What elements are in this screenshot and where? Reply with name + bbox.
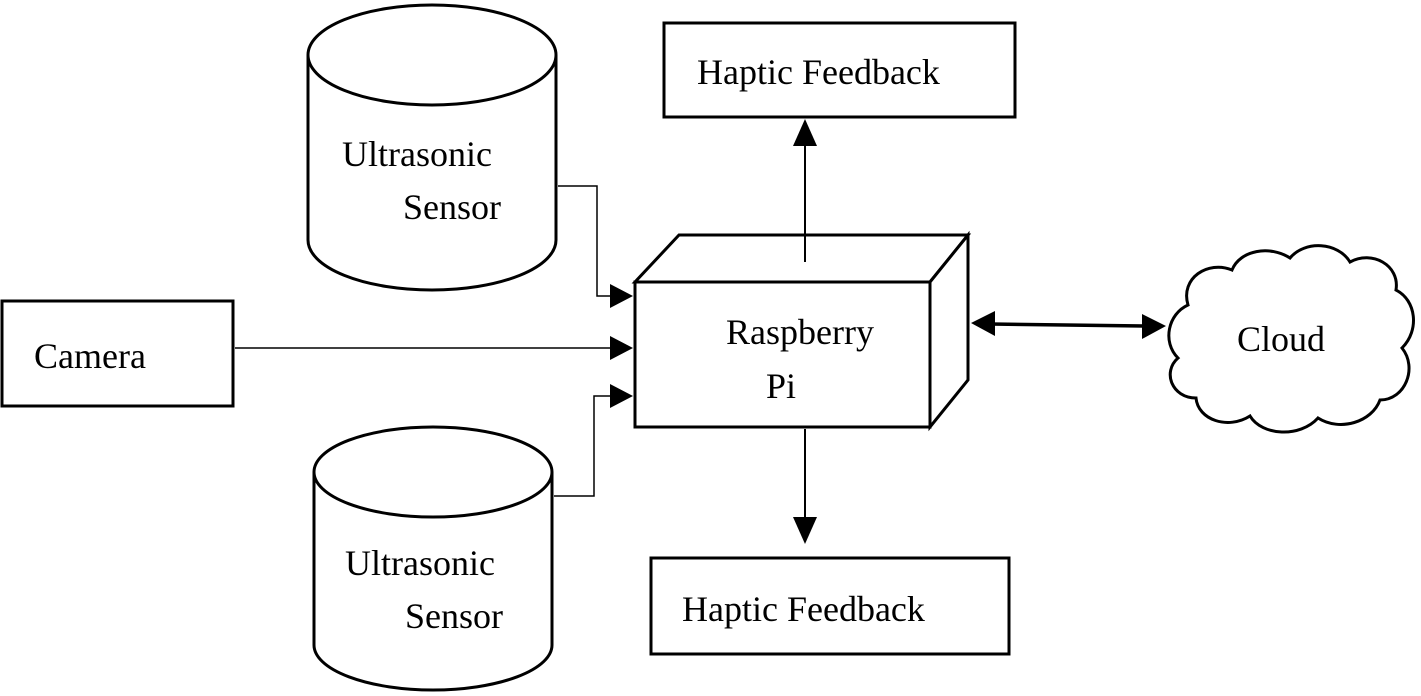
- cloud-arrowhead-right: [1142, 314, 1166, 339]
- camera-arrowhead: [610, 336, 633, 360]
- connectors: [235, 119, 1166, 544]
- ultrasonic-sensor-top: Ultrasonic Sensor: [306, 3, 558, 292]
- ultrasonic-top-arrowhead: [610, 284, 633, 308]
- ultrasonic-bottom-line1: Ultrasonic: [345, 543, 495, 583]
- cylinder-body: [312, 472, 554, 692]
- cylinder-top: [312, 425, 554, 519]
- haptic-bottom-box: [649, 556, 1011, 656]
- haptic-feedback-bottom: Haptic Feedback: [649, 556, 1011, 656]
- ultrasonic-bottom-arrowhead: [610, 384, 633, 408]
- cloud-shape: [1167, 244, 1415, 434]
- cylinder-body: [306, 55, 558, 292]
- haptic-bottom-label: Haptic Feedback: [682, 589, 925, 629]
- cylinder-top: [306, 3, 558, 107]
- camera-label: Camera: [34, 336, 146, 376]
- cloud-node: Cloud: [1167, 244, 1415, 434]
- haptic-bottom-arrowhead: [793, 517, 817, 544]
- ultrasonic-bottom-line2: Sensor: [405, 596, 503, 636]
- box-top-face: [631, 233, 972, 284]
- ultrasonic-top-line1: Ultrasonic: [342, 134, 492, 174]
- ultrasonic-top-connector: [558, 185, 612, 297]
- haptic-feedback-top: Haptic Feedback: [662, 21, 1017, 119]
- cloud-connector: [989, 322, 1147, 328]
- cloud-arrowhead-left: [971, 311, 995, 336]
- cloud-label: Cloud: [1237, 319, 1325, 359]
- raspberry-pi-node: Raspberry Pi: [631, 230, 972, 432]
- raspberry-pi-line1: Raspberry: [726, 312, 874, 352]
- haptic-top-box: [662, 21, 1017, 119]
- camera-box: [0, 299, 235, 408]
- box-front-face: [633, 280, 932, 429]
- ultrasonic-bottom-connector: [554, 395, 612, 497]
- raspberry-pi-line2: Pi: [766, 366, 796, 406]
- ultrasonic-sensor-bottom: Ultrasonic Sensor: [312, 425, 554, 692]
- haptic-top-arrowhead: [793, 119, 817, 146]
- haptic-top-label: Haptic Feedback: [697, 52, 940, 92]
- camera-node: Camera: [0, 299, 235, 408]
- ultrasonic-top-line2: Sensor: [403, 187, 501, 227]
